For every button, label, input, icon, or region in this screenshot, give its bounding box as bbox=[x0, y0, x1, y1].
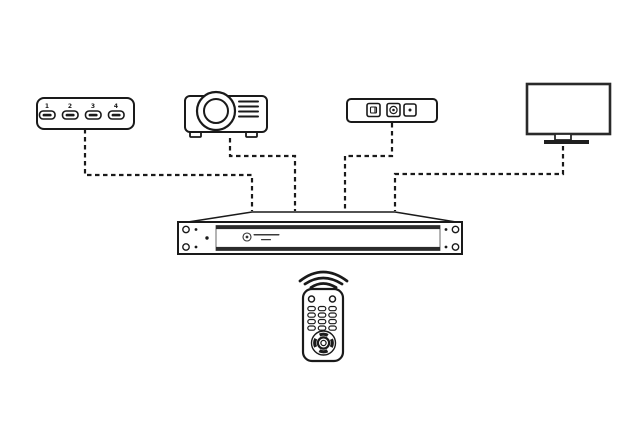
dpad-center-button bbox=[320, 339, 327, 347]
control-button-1 bbox=[366, 102, 381, 118]
connection-source-to-switcher bbox=[83, 129, 254, 211]
control-panel bbox=[346, 98, 438, 123]
monitor-screen bbox=[525, 82, 612, 136]
wireless-arcs-icon bbox=[298, 270, 349, 289]
connection-projector-to-switcher bbox=[228, 138, 297, 211]
monitor-neck bbox=[554, 133, 572, 141]
dpad-direction-arcs bbox=[313, 332, 334, 354]
hdmi-port-4-label: 4 bbox=[114, 103, 118, 110]
hdmi-port-2: 2 bbox=[61, 103, 79, 120]
rack-ear-right bbox=[444, 225, 460, 251]
remote-source-button bbox=[328, 295, 337, 303]
hdmi-port-1-label: 1 bbox=[45, 103, 49, 110]
brand-logo bbox=[242, 232, 280, 242]
connection-control-to-switcher bbox=[343, 123, 394, 211]
dpad-center-ring bbox=[316, 336, 331, 350]
hdmi-port-3-label: 3 bbox=[91, 103, 95, 110]
connection-lines bbox=[83, 123, 565, 211]
control-button-2 bbox=[386, 102, 401, 118]
projector-lens-inner bbox=[203, 98, 229, 124]
rack-ear-left bbox=[182, 225, 209, 251]
hdmi-port-2-label: 2 bbox=[68, 103, 72, 110]
dpad-outer-ring bbox=[310, 330, 337, 356]
hdmi-source-box: 1 2 3 4 bbox=[36, 97, 135, 130]
dot-icon bbox=[408, 108, 412, 112]
switcher-top-face bbox=[187, 211, 457, 223]
remote-control-icon bbox=[301, 287, 345, 363]
projector-vents bbox=[238, 100, 259, 118]
control-button-3 bbox=[403, 103, 417, 117]
remote-button-grid bbox=[307, 305, 337, 331]
connection-display-to-switcher bbox=[393, 146, 565, 211]
switcher-vent-top bbox=[216, 225, 440, 230]
switcher-vent-bottom bbox=[216, 246, 440, 251]
hdmi-port-4: 4 bbox=[107, 103, 125, 120]
hdmi-port-3: 3 bbox=[84, 103, 102, 120]
hdmi-port-1: 1 bbox=[38, 103, 56, 120]
monitor-icon bbox=[525, 82, 612, 144]
plug-icon bbox=[369, 106, 378, 114]
projector-icon bbox=[184, 90, 268, 138]
rack-switcher bbox=[177, 211, 463, 255]
remote-dpad bbox=[310, 330, 337, 356]
remote-power-button bbox=[307, 295, 316, 303]
monitor-base bbox=[544, 140, 589, 144]
